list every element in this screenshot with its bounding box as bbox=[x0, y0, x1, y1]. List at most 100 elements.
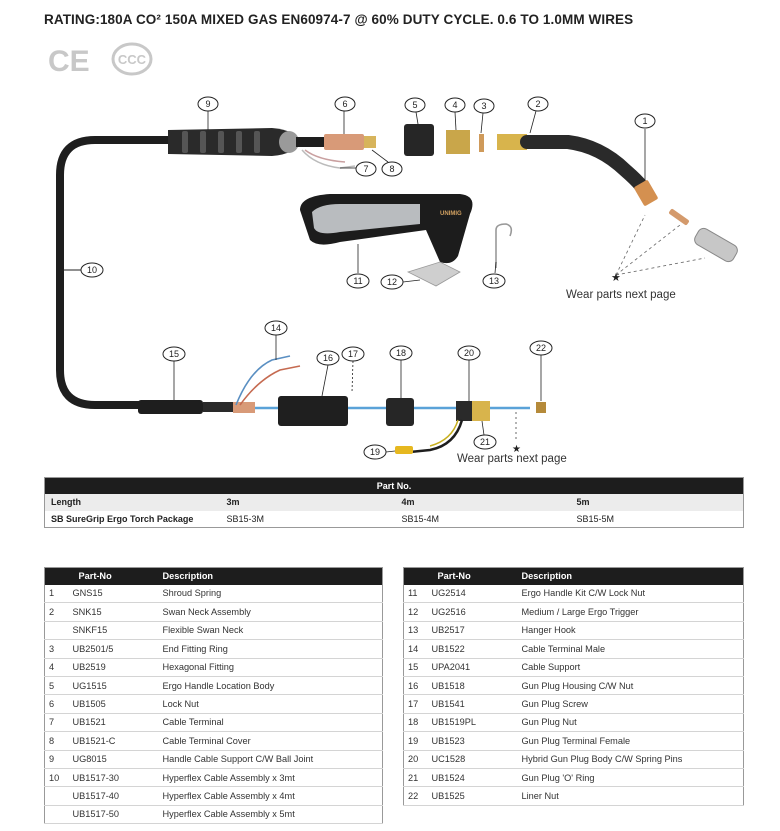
parts-left-header: Part-No Description bbox=[44, 567, 383, 585]
row-number: 2 bbox=[44, 602, 73, 622]
row-part-no: UB1541 bbox=[431, 694, 522, 714]
row-part-no: UB1525 bbox=[431, 786, 522, 806]
row-description: Cable Terminal Cover bbox=[162, 731, 383, 751]
row-part-no: UG8015 bbox=[72, 750, 163, 769]
callout-19: 19 bbox=[363, 444, 396, 460]
row-number: 18 bbox=[403, 713, 432, 733]
row-description: Liner Nut bbox=[521, 786, 744, 806]
callout-18: 18 bbox=[389, 345, 413, 398]
wear-parts-note-top: Wear parts next page bbox=[566, 289, 676, 301]
row-description: Hanger Hook bbox=[521, 621, 744, 641]
row-part-no: UB2519 bbox=[72, 658, 163, 677]
row-part-no: GNS15 bbox=[72, 584, 163, 604]
row-number: 1 bbox=[44, 584, 73, 604]
svg-text:4: 4 bbox=[452, 100, 457, 110]
callout-9: 9 bbox=[197, 96, 219, 130]
row-part-no: UC1528 bbox=[431, 750, 522, 769]
svg-text:22: 22 bbox=[536, 343, 546, 353]
row-number bbox=[44, 786, 73, 806]
svg-text:16: 16 bbox=[323, 353, 333, 363]
row-description: Flexible Swan Neck bbox=[162, 621, 383, 641]
parts-left-col-part-no: Part-No bbox=[72, 567, 163, 585]
torch-package-table: Part No. Length 3m 4m 5m SB SureGrip Erg… bbox=[44, 477, 744, 528]
svg-text:10: 10 bbox=[87, 265, 97, 275]
svg-text:1: 1 bbox=[642, 116, 647, 126]
row-number: 8 bbox=[44, 731, 73, 751]
row-part-no: UB2517 bbox=[431, 621, 522, 641]
ergo-handle: UNIMIG bbox=[300, 194, 473, 264]
package-col-3m: 3m bbox=[220, 493, 396, 511]
package-row-4m: SB15-4M bbox=[401, 513, 440, 524]
row-number: 6 bbox=[44, 694, 73, 714]
callout-13: 13 bbox=[482, 261, 506, 289]
wear-star-icon-bottom: ★ bbox=[512, 444, 521, 455]
callout-2: 2 bbox=[527, 96, 549, 134]
callout-8: 8 bbox=[371, 149, 403, 177]
row-description: Lock Nut bbox=[162, 694, 383, 714]
row-description: Gun Plug Nut bbox=[521, 713, 744, 733]
ccc-mark-text: CCC bbox=[118, 52, 147, 67]
row-description: Swan Neck Assembly bbox=[162, 602, 383, 622]
row-part-no: UG1515 bbox=[72, 676, 163, 696]
row-number bbox=[44, 621, 73, 641]
svg-text:15: 15 bbox=[169, 349, 179, 359]
package-table-header-row: Length 3m 4m 5m bbox=[44, 493, 744, 511]
callout-20: 20 bbox=[457, 345, 481, 401]
row-number: 19 bbox=[403, 731, 432, 751]
row-part-no: UB1524 bbox=[431, 768, 522, 788]
callout-7: 7 bbox=[340, 161, 377, 177]
callout-1: 1 bbox=[634, 113, 656, 180]
package-col-length: Length bbox=[44, 493, 221, 511]
svg-text:21: 21 bbox=[480, 437, 490, 447]
wear-parts-preview: ★ bbox=[611, 209, 738, 284]
row-part-no: UB1521 bbox=[72, 713, 163, 733]
callout-16: 16 bbox=[316, 350, 340, 397]
callout-11: 11 bbox=[346, 244, 370, 289]
callout-5: 5 bbox=[404, 97, 426, 125]
svg-text:13: 13 bbox=[489, 276, 499, 286]
callout-3: 3 bbox=[473, 98, 495, 134]
row-description: Gun Plug Screw bbox=[521, 694, 744, 714]
package-col-5m: 5m bbox=[570, 493, 744, 511]
svg-text:8: 8 bbox=[389, 164, 394, 174]
svg-text:11: 11 bbox=[353, 276, 362, 286]
package-table-title-row: Part No. bbox=[44, 477, 744, 494]
row-description: Hybrid Gun Plug Body C/W Spring Pins bbox=[521, 750, 744, 769]
svg-text:12: 12 bbox=[387, 277, 397, 287]
row-part-no: UB2501/5 bbox=[72, 639, 163, 659]
parts-right-col-description: Description bbox=[521, 567, 744, 585]
parts-left-col-description: Description bbox=[162, 567, 383, 585]
parts-right-col-number bbox=[403, 567, 432, 585]
handle-brand-text: UNIMIG bbox=[440, 211, 462, 217]
wear-star-icon: ★ bbox=[611, 272, 621, 284]
row-description: Ergo Handle Kit C/W Lock Nut bbox=[521, 584, 744, 604]
svg-text:17: 17 bbox=[348, 349, 358, 359]
row-part-no: SNKF15 bbox=[72, 621, 163, 641]
package-part-no-header: Part No. bbox=[44, 477, 744, 494]
row-description: Gun Plug 'O' Ring bbox=[521, 768, 744, 788]
callout-4: 4 bbox=[444, 97, 466, 131]
svg-text:7: 7 bbox=[363, 164, 368, 174]
svg-text:2: 2 bbox=[535, 99, 540, 109]
row-part-no: UB1522 bbox=[431, 639, 522, 659]
parts-right-header: Part-No Description bbox=[403, 567, 744, 585]
package-col-4m: 4m bbox=[395, 493, 571, 511]
svg-text:6: 6 bbox=[342, 99, 347, 109]
callout-21: 21 bbox=[473, 420, 497, 450]
